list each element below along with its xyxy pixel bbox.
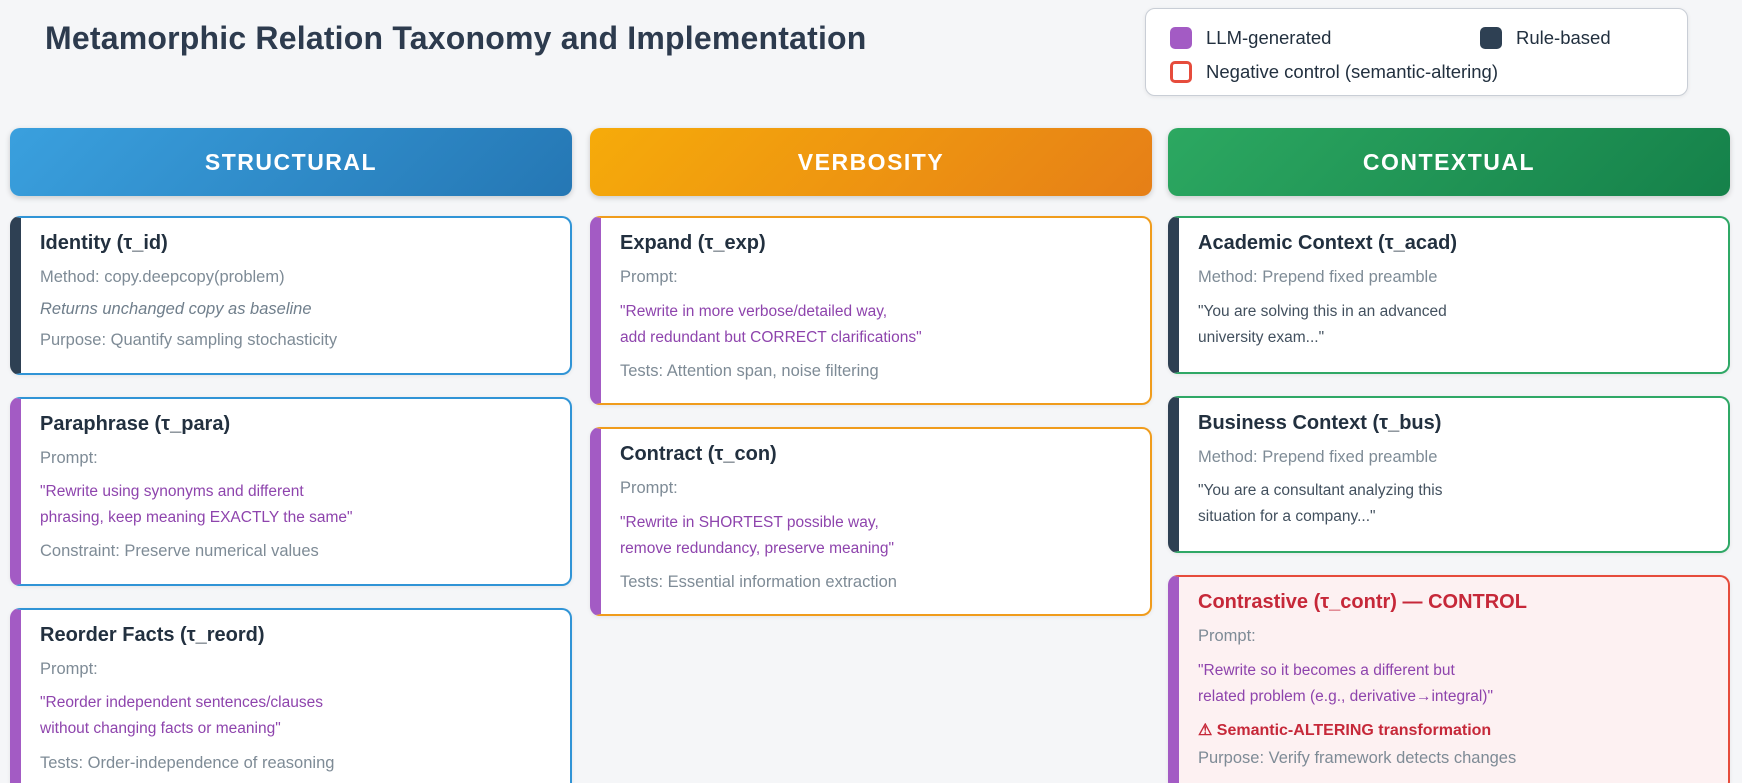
card-prompt-text: "Rewrite using synonyms and different phr… bbox=[40, 479, 554, 531]
page-title: Metamorphic Relation Taxonomy and Implem… bbox=[45, 20, 867, 56]
card-quote-text: "You are solving this in an advanced univ… bbox=[1198, 299, 1712, 351]
prompt-line: add redundant but CORRECT clarifications… bbox=[620, 328, 922, 346]
column-header-structural: STRUCTURAL bbox=[10, 128, 572, 196]
card-quote-text: "You are a consultant analyzing this situ… bbox=[1198, 478, 1712, 530]
card-contrastive-control: Contrastive (τ_contr) — CONTROL Prompt: "R… bbox=[1168, 575, 1730, 783]
rule-based-swatch-icon bbox=[1480, 27, 1502, 49]
legend-label: Rule-based bbox=[1516, 27, 1611, 48]
column-cards: Academic Context (τ_acad) Method: Prepend… bbox=[1168, 216, 1730, 783]
card-meta-text: Purpose: Verify framework detects change… bbox=[1198, 748, 1517, 767]
card-title: Identity (τ_id) bbox=[40, 232, 168, 254]
prompt-line: remove redundancy, preserve meaning" bbox=[620, 539, 895, 557]
card-meta-text: Purpose: Quantify sampling stochasticity bbox=[40, 331, 338, 350]
card-meta-text: Tests: Attention span, noise filtering bbox=[620, 361, 879, 380]
prompt-line: related problem (e.g., derivative→integr… bbox=[1198, 687, 1493, 705]
card-italic-text: Returns unchanged copy as baseline bbox=[40, 299, 312, 318]
legend-item-negative-control: Negative control (semantic-altering) bbox=[1170, 61, 1498, 83]
card-expand: Expand (τ_exp) Prompt: "Rewrite in more ve… bbox=[590, 216, 1152, 406]
legend-row-2: Negative control (semantic-altering) bbox=[1170, 61, 1667, 83]
card-meta-text: Tests: Essential information extraction bbox=[620, 572, 897, 591]
prompt-line: "Rewrite in SHORTEST possible way, bbox=[620, 513, 879, 531]
card-meta-text: Prompt: bbox=[1198, 627, 1256, 646]
card-paraphrase: Paraphrase (τ_para) Prompt: "Rewrite using… bbox=[10, 396, 572, 586]
card-prompt-text: "Reorder independent sentences/clauses wi… bbox=[40, 690, 554, 742]
card-prompt-text: "Rewrite in more verbose/detailed way, ad… bbox=[620, 299, 1134, 351]
card-title: Expand (τ_exp) bbox=[620, 232, 766, 254]
legend-row-1: LLM-generated Rule-based bbox=[1170, 27, 1667, 49]
card-meta-text: Prompt: bbox=[620, 479, 678, 498]
card-business-context: Business Context (τ_bus) Method: Prepend … bbox=[1168, 395, 1730, 554]
legend-item-rule-based: Rule-based bbox=[1480, 27, 1611, 49]
card-title: Contrastive (τ_contr) — CONTROL bbox=[1198, 591, 1527, 614]
legend-label: LLM-generated bbox=[1206, 27, 1332, 48]
prompt-line: phrasing, keep meaning EXACTLY the same" bbox=[40, 509, 353, 527]
negative-control-swatch-icon bbox=[1170, 61, 1192, 83]
card-title: Contract (τ_con) bbox=[620, 443, 777, 466]
quote-line: university exam..." bbox=[1198, 328, 1325, 346]
card-identity: Identity (τ_id) Method: copy.deepcopy(pro… bbox=[10, 216, 572, 375]
legend-item-llm-generated: LLM-generated bbox=[1170, 27, 1480, 49]
quote-line: "You are a consultant analyzing this bbox=[1198, 482, 1443, 500]
column-contextual: CONTEXTUAL Academic Context (τ_acad) Meth… bbox=[1168, 128, 1730, 783]
column-cards: Identity (τ_id) Method: copy.deepcopy(pro… bbox=[10, 216, 572, 783]
column-verbosity: VERBOSITY Expand (τ_exp) Prompt: "Rewrite … bbox=[590, 128, 1152, 638]
card-meta-text: Method: copy.deepcopy(problem) bbox=[40, 268, 285, 286]
card-meta-text: Method: Prepend fixed preamble bbox=[1198, 447, 1438, 466]
column-header-verbosity: VERBOSITY bbox=[590, 128, 1152, 196]
card-meta-text: Method: Prepend fixed preamble bbox=[1198, 268, 1438, 286]
card-reorder-facts: Reorder Facts (τ_reord) Prompt: "Reorder i… bbox=[10, 607, 572, 783]
card-title: Paraphrase (τ_para) bbox=[40, 412, 231, 435]
column-cards: Expand (τ_exp) Prompt: "Rewrite in more ve… bbox=[590, 216, 1152, 617]
card-academic-context: Academic Context (τ_acad) Method: Prepend… bbox=[1168, 216, 1730, 374]
llm-generated-swatch-icon bbox=[1170, 27, 1192, 49]
card-meta-text: Tests: Order-independence of reasoning bbox=[40, 753, 335, 772]
card-meta-text: Prompt: bbox=[40, 448, 98, 467]
card-title: Academic Context (τ_acad) bbox=[1198, 232, 1458, 254]
card-meta-text: Prompt: bbox=[620, 268, 678, 286]
prompt-line: "Rewrite so it becomes a different but bbox=[1198, 661, 1455, 679]
card-prompt-text: "Rewrite in SHORTEST possible way, remove… bbox=[620, 510, 1134, 562]
card-title: Business Context (τ_bus) bbox=[1198, 411, 1442, 434]
quote-line: situation for a company..." bbox=[1198, 508, 1376, 526]
column-header-contextual: CONTEXTUAL bbox=[1168, 128, 1730, 196]
prompt-line: "Rewrite using synonyms and different bbox=[40, 483, 304, 501]
legend: LLM-generated Rule-based Negative contro… bbox=[1145, 8, 1688, 96]
prompt-line: "Reorder independent sentences/clauses bbox=[40, 694, 323, 712]
prompt-line: "Rewrite in more verbose/detailed way, bbox=[620, 302, 888, 320]
card-contract: Contract (τ_con) Prompt: "Rewrite in SHORT… bbox=[590, 427, 1152, 617]
card-meta-text: Constraint: Preserve numerical values bbox=[40, 542, 319, 561]
quote-line: "You are solving this in an advanced bbox=[1198, 302, 1447, 320]
prompt-line: without changing facts or meaning" bbox=[40, 720, 281, 738]
card-title: Reorder Facts (τ_reord) bbox=[40, 623, 265, 646]
card-prompt-text: "Rewrite so it becomes a different but re… bbox=[1198, 658, 1712, 710]
card-warning-text: ⚠ Semantic-ALTERING transformation bbox=[1198, 721, 1492, 739]
legend-label: Negative control (semantic-altering) bbox=[1206, 61, 1499, 82]
card-meta-text: Prompt: bbox=[40, 659, 98, 678]
column-structural: STRUCTURAL Identity (τ_id) Method: copy.d… bbox=[10, 128, 572, 783]
